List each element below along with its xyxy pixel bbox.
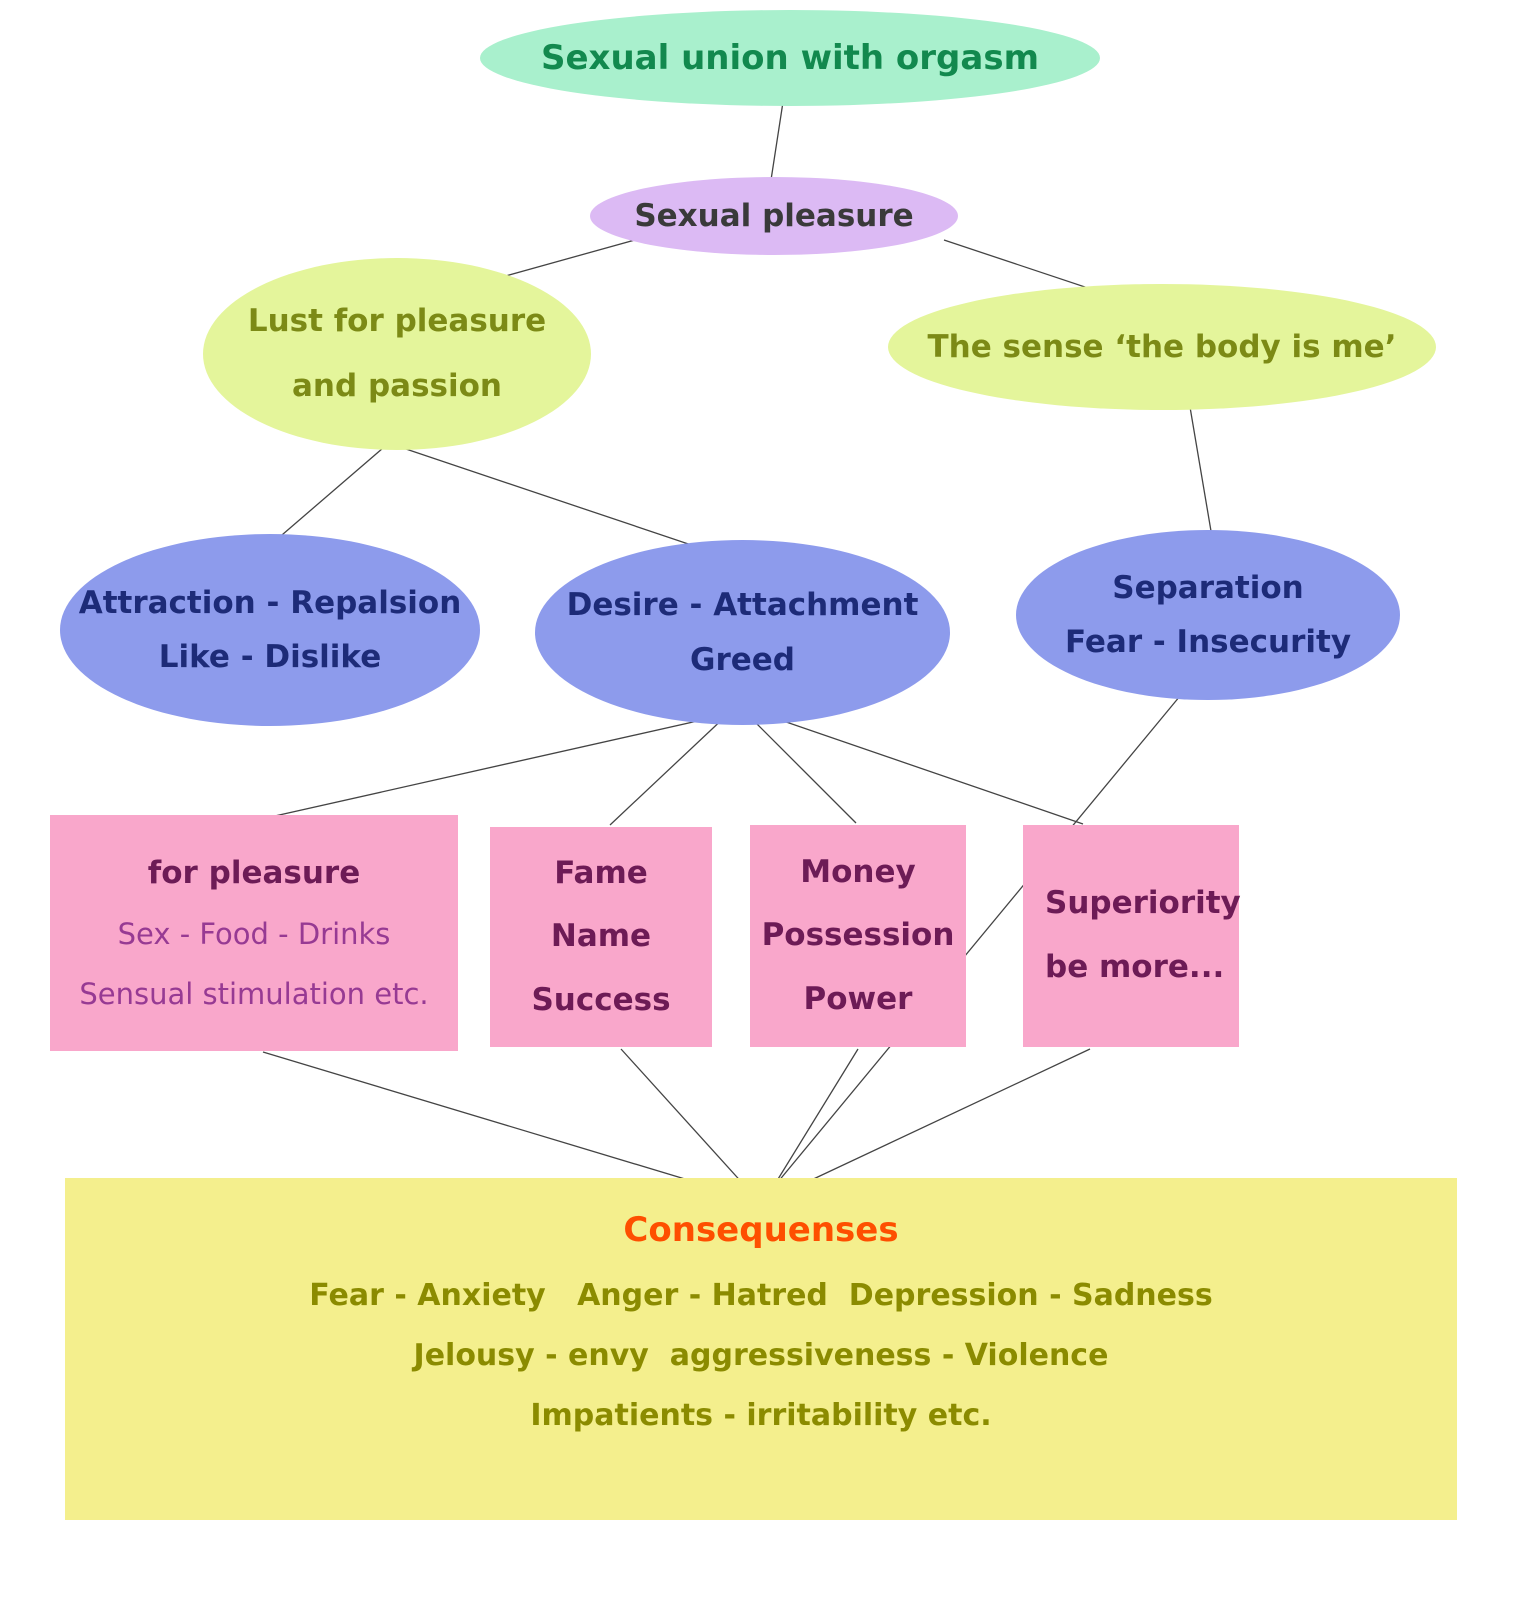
node-desire-line-1: Desire - Attachment <box>566 587 919 624</box>
node-sexual-union-label: Sexual union with orgasm <box>540 38 1039 78</box>
box-money-line-1: Money <box>800 853 916 890</box>
node-attraction-line-2: Like - Dislike <box>158 639 382 675</box>
connector-lust-attraction <box>267 447 384 548</box>
box-money-line-2: Possession <box>761 917 955 954</box>
consequences-line-1: Fear - Anxiety Anger - Hatred Depression… <box>309 1278 1213 1314</box>
box-for-pleasure-line-1: for pleasure <box>147 854 361 891</box>
connector-superioritybox-consequences <box>772 1048 1091 1199</box>
connector-lust-desire <box>399 446 737 561</box>
box-for-pleasure-line-2: Sex - Food - Drinks <box>117 917 391 952</box>
box-superiority-line-2: be more... <box>1045 949 1225 985</box>
node-lust-line-2: and passion <box>292 368 502 404</box>
connector-pleasurebox-consequences <box>262 1051 749 1199</box>
node-separation-line-1: Separation <box>1112 569 1304 606</box>
box-fame-line-2: Name <box>550 918 652 955</box>
node-sexual-pleasure-label: Sexual pleasure <box>634 198 914 234</box>
consequences-line-3: Impatients - irritability etc. <box>530 1398 992 1434</box>
connector-desire-superioritybox <box>756 711 1084 825</box>
node-desire-attachment: Desire - Attachment Greed <box>535 540 950 725</box>
node-body-is-me-label: The sense ‘the body is me’ <box>927 329 1397 365</box>
node-lust-line-1: Lust for pleasure <box>247 302 547 339</box>
box-superiority: Superiority be more... <box>1023 825 1241 1047</box>
consequences-line-2: Jelousy - envy aggressiveness - Violence <box>413 1338 1109 1374</box>
connector-moneybox-consequences <box>766 1048 859 1198</box>
connector-separation-consequences <box>762 695 1181 1201</box>
node-separation-line-2: Fear - Insecurity <box>1064 624 1352 660</box>
node-attraction-line-1: Attraction - Repalsion <box>78 584 462 621</box>
box-for-pleasure-line-3: Sensual stimulation etc. <box>79 976 429 1011</box>
box-money-possession-power: Money Possession Power <box>750 825 966 1047</box>
box-for-pleasure: for pleasure Sex - Food - Drinks Sensual… <box>50 815 458 1051</box>
node-desire-line-2: Greed <box>690 641 795 678</box>
connector-union-pleasure <box>770 101 784 181</box>
connector-bodyme-separation <box>1189 406 1213 538</box>
connector-desire-pleasurebox <box>256 712 734 821</box>
box-superiority-line-1: Superiority <box>1045 885 1241 922</box>
node-lust-for-pleasure: Lust for pleasure and passion <box>203 258 591 450</box>
node-separation-fear: Separation Fear - Insecurity <box>1016 530 1400 700</box>
box-fame-line-1: Fame <box>554 854 648 891</box>
node-body-is-me: The sense ‘the body is me’ <box>888 284 1436 410</box>
box-money-line-3: Power <box>803 980 913 1017</box>
consequences-title: Consequenses <box>623 1210 899 1250</box>
connector-desire-famebox <box>609 713 729 826</box>
box-consequences: Consequenses Fear - Anxiety Anger - Hatr… <box>65 1178 1457 1520</box>
connector-desire-moneybox <box>746 713 857 824</box>
node-attraction-repulsion: Attraction - Repalsion Like - Dislike <box>60 534 480 726</box>
connector-famebox-consequences <box>620 1048 756 1198</box>
box-fame-line-3: Success <box>531 981 671 1018</box>
box-fame-name-success: Fame Name Success <box>490 827 712 1047</box>
node-sexual-pleasure: Sexual pleasure <box>590 177 958 255</box>
node-sexual-union: Sexual union with orgasm <box>480 10 1100 106</box>
